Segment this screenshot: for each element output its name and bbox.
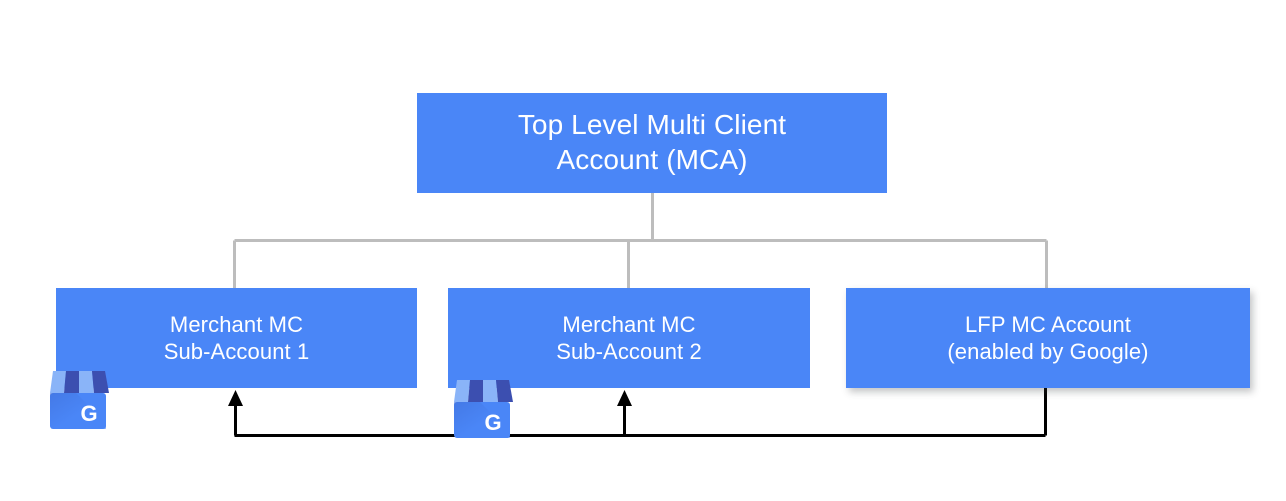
gmb-letter-g: G bbox=[80, 401, 97, 426]
gmb-store-body bbox=[454, 402, 510, 438]
feedback-arrowheads bbox=[228, 390, 632, 406]
node-merchant-sub-account-2-line2: Sub-Account 2 bbox=[556, 339, 702, 364]
node-merchant-sub-account-1-line2: Sub-Account 1 bbox=[163, 339, 310, 364]
arrowhead-sub1 bbox=[228, 390, 243, 406]
feedback-connectors bbox=[234, 388, 1047, 437]
gmb-store-shadow bbox=[50, 393, 106, 429]
gmb-store-shadow bbox=[454, 402, 510, 438]
node-merchant-sub-account-1-line1: Merchant MC bbox=[169, 311, 304, 337]
gmb-letter-g: G bbox=[484, 410, 501, 435]
node-top-level-mca-line2: Account (MCA) bbox=[556, 144, 748, 175]
node-lfp-mc-account[interactable]: LFP MC Account(enabled by Google) bbox=[846, 288, 1250, 388]
node-top-level-mca-line1: Top Level Multi Client bbox=[517, 109, 787, 141]
arrowhead-sub2 bbox=[617, 390, 632, 406]
tree-connectors bbox=[233, 193, 1048, 288]
node-merchant-sub-account-2-line1: Merchant MC bbox=[562, 311, 696, 337]
node-lfp-mc-account-label: LFP MC Account(enabled by Google) bbox=[846, 311, 1250, 366]
gmb-store-body bbox=[50, 393, 106, 429]
node-lfp-mc-account-line1: LFP MC Account bbox=[964, 311, 1132, 337]
node-lfp-mc-account-line2: (enabled by Google) bbox=[947, 339, 1149, 364]
